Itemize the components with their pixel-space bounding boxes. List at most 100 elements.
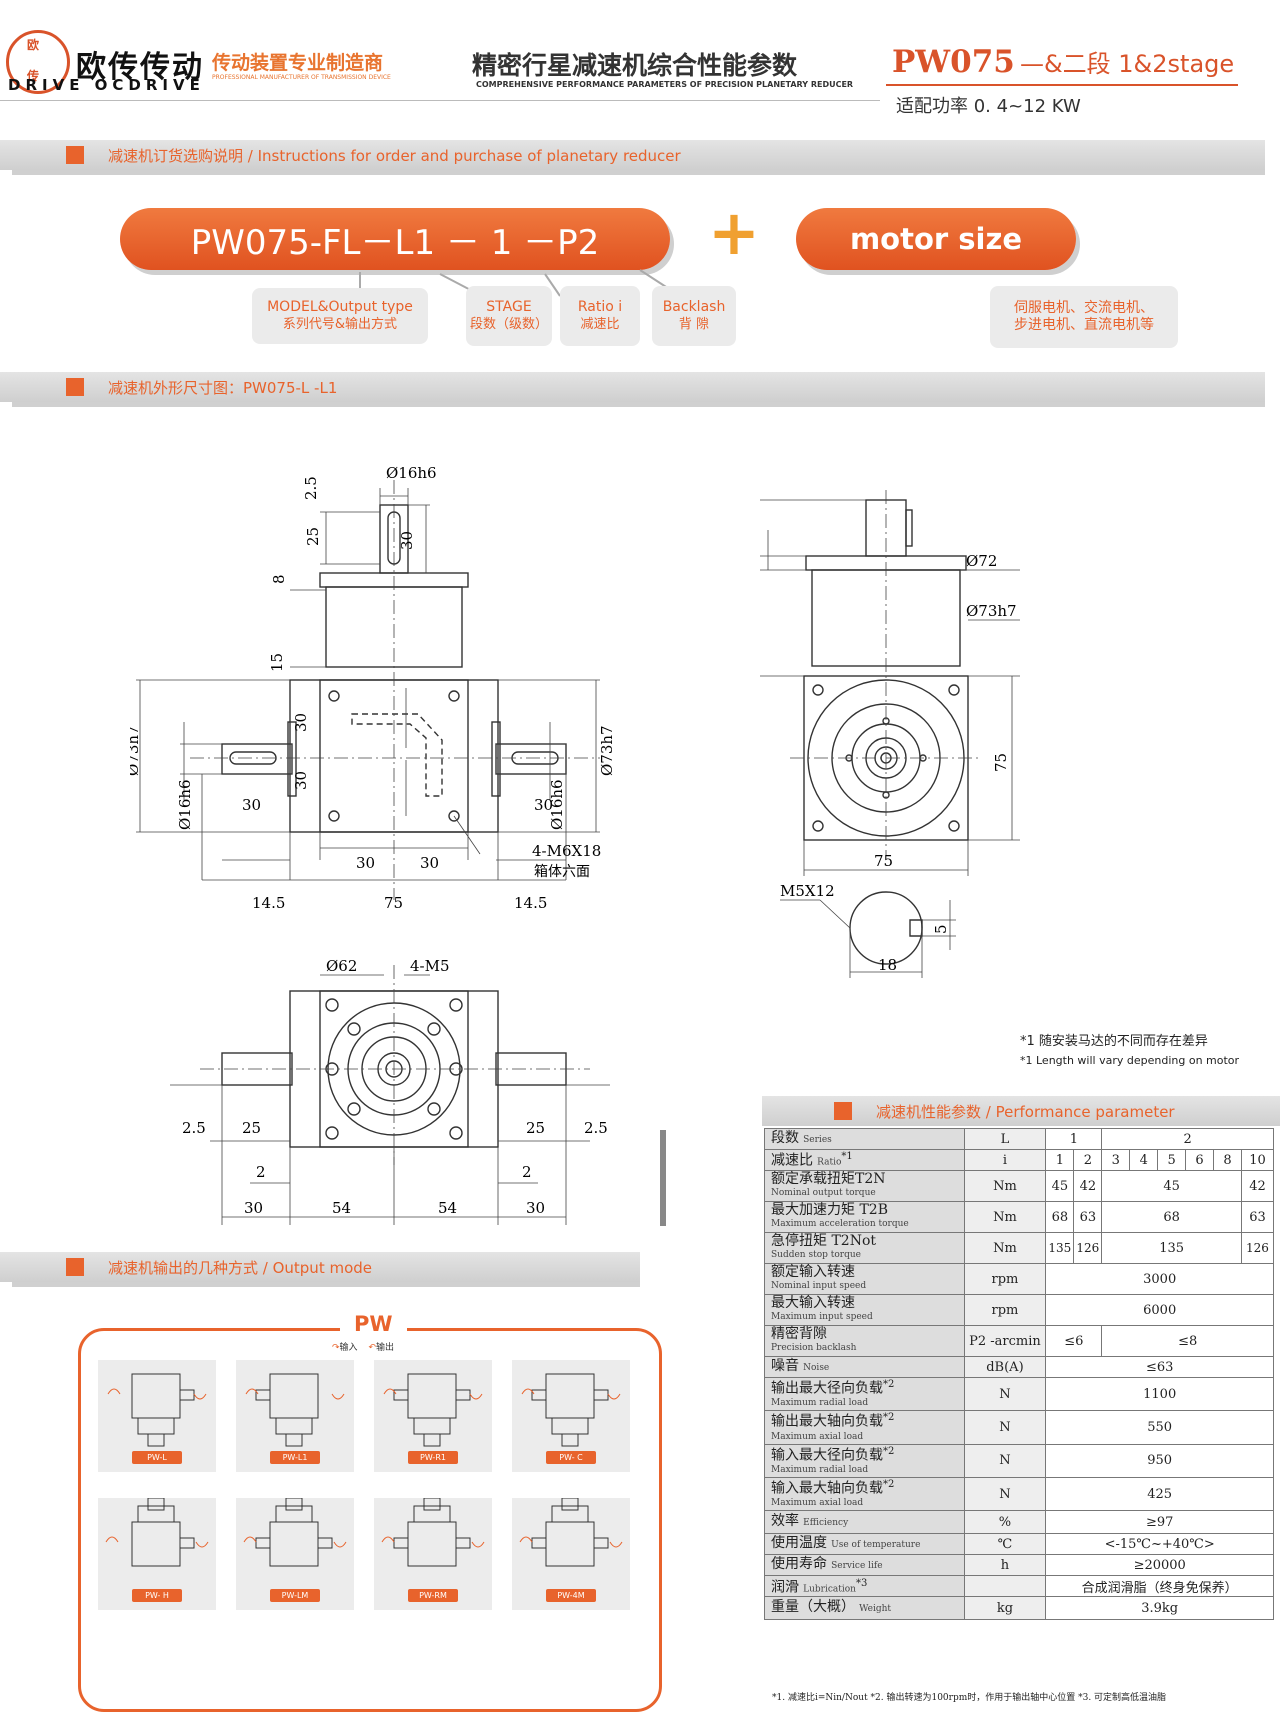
table-row: 润滑 Lubrication*3 合成润滑脂（终身免保养） [764,1575,1274,1598]
gearbox-sketch-icon [245,1373,345,1447]
front-dim-d73h7-right: Ø73h7 [598,725,616,776]
pw-title: PW [340,1312,407,1336]
row-unit: kg [963,1596,1047,1621]
row-unit: rpm [963,1294,1047,1326]
brand-logo: 欧 传 [6,30,70,94]
front-dim-d16h6: Ø16h6 [386,464,437,482]
front-dim-15: 15 [268,653,286,672]
row-value: 6000 [1045,1294,1274,1326]
key-dim-18: 18 [878,956,897,974]
mode-card-pw-l1[interactable]: PW-L1 [236,1360,354,1472]
motor-types-note: 伺服电机、交流电机、 步进电机、直流电机等 [990,286,1178,348]
order-section-stripe [12,170,1265,175]
mode-card-pw-l[interactable]: PW-L [98,1360,216,1472]
gearbox-sketch-icon [243,1498,347,1567]
tag-stage-cn: 段数（级数） [469,317,548,332]
front-dim-30-inner: 30 [292,771,310,790]
page-title-cn: 精密行星减速机综合性能参数 [472,51,798,80]
tag-backlash: Backlash 背 隙 [652,286,736,346]
table-row: 使用温度 Use of temperature ℃ <-15℃~+40℃> [764,1533,1274,1556]
mode-label: PW-LM [270,1589,320,1602]
plus-sign: + [708,196,760,269]
gearbox-sketch-icon [519,1498,623,1567]
row-unit: N [963,1443,1047,1478]
mode-card-pw-rm[interactable]: PW-RM [374,1498,492,1610]
legend-input: 输入 [339,1343,358,1353]
header-divider [0,100,880,101]
side-view-drawing: 2 120 Ø72 Ø73h7 75 75 M5X12 5 18 [760,490,1020,978]
mode-label: PW- H [132,1589,182,1602]
row-unit: P2 -arcmin [963,1325,1047,1357]
front-dim-75: 75 [384,894,403,912]
row-value: <-15℃~+40℃> [1045,1533,1274,1556]
model-stage: —&二段 1&2stage [1019,50,1235,78]
mode-label: PW-4M [546,1589,596,1602]
mode-card-pw-c[interactable]: PW- C [512,1360,630,1472]
row-value: 1100 [1045,1376,1274,1412]
key-dim-5: 5 [932,924,950,934]
row-label: 润滑 Lubrication*3 [764,1575,965,1598]
tag-model-output: MODEL&Output type 系列代号&输出方式 [252,288,428,344]
bottom-dim-30-left: 30 [244,1199,263,1217]
io-legend: ↷输入 ↶输出 [332,1340,394,1353]
row-value: 3000 [1045,1263,1274,1295]
bottom-dim-2-5-right: 2.5 [584,1119,608,1137]
row-value: 68 [1101,1201,1242,1233]
front-dim-d16h6-left: Ø16h6 [176,779,194,830]
order-code-pill: PW075-FL－L1 － 1 －P2 [120,208,670,270]
output-arrow-icon: ↶ [368,1343,376,1353]
row-value: 68 [1045,1201,1075,1233]
bottom-dim-2-right: 2 [522,1163,532,1181]
mode-card-pw-h[interactable]: PW- H [98,1498,216,1610]
mode-card-pw-lm[interactable]: PW-LM [236,1498,354,1610]
row-value: ≥20000 [1045,1554,1274,1577]
row-value: 126 [1240,1232,1275,1264]
series-stage-2: 2 [1101,1128,1274,1150]
bottom-dim-25-right: 25 [526,1119,545,1137]
row-unit: Nm [963,1201,1047,1233]
front-dim-d16h6-right: Ø16h6 [548,779,566,830]
model-code: PW075 [892,44,1015,80]
ratio-6: 6 [1185,1149,1215,1171]
ratio-3: 3 [1101,1149,1131,1171]
bottom-view-drawing: Ø62 4-M5 2.5 25 25 2.5 2 2 30 54 54 30 [170,957,610,1225]
ratio-8: 8 [1213,1149,1242,1171]
key-label: M5X12 [780,882,835,900]
brand-name-cn: 欧传传动 [76,50,204,85]
mode-label: PW-RM [408,1589,458,1602]
front-dim-14-5-left: 14.5 [252,894,285,912]
row-value: 45 [1101,1170,1242,1202]
side-dim-75-vertical: 75 [992,753,1010,772]
brand-name-en: DRIVE OCDRIVE [8,76,205,94]
row-unit: Nm [963,1232,1047,1264]
front-dim-30-b: 30 [420,854,439,872]
row-value: ≥97 [1045,1510,1274,1535]
row-unit: dB(A) [963,1356,1047,1378]
drawing-section-stripe [12,402,1265,407]
row-unit [963,1575,1047,1598]
order-code: PW075-FL－L1 － 1 －P2 [190,222,600,263]
bottom-dim-4-m5: 4-M5 [410,957,450,975]
row-value: 63 [1240,1201,1275,1233]
mode-card-pw-r1[interactable]: PW-R1 [374,1360,492,1472]
mode-label: PW-R1 [408,1451,458,1464]
output-section-stripe [12,1282,640,1287]
mode-label: PW- C [546,1451,596,1464]
row-unit: Nm [963,1170,1047,1202]
mode-card-pw-4m[interactable]: PW-4M [512,1498,630,1610]
row-value: ≤63 [1045,1356,1274,1378]
bottom-dim-25-left: 25 [242,1119,261,1137]
ratio-10: 10 [1240,1149,1275,1171]
ratio-label: 减速比 Ratio*1 [764,1149,965,1171]
power-range: 适配功率 0. 4~12 KW [896,96,1081,117]
row-unit: rpm [963,1263,1047,1295]
motor-size-pill: motor size [796,208,1076,270]
row-unit: N [963,1376,1047,1412]
